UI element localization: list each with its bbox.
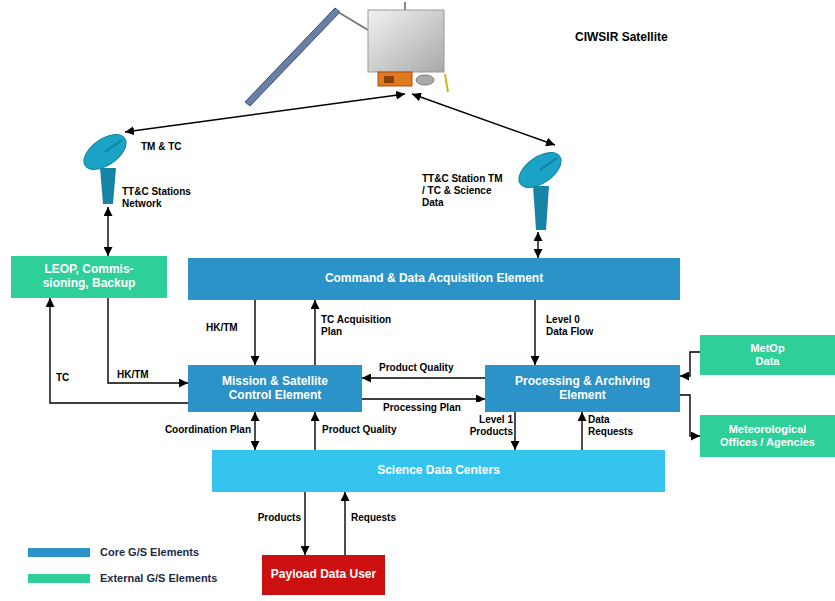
- antenna-dish: [513, 146, 567, 195]
- antenna-dish: [78, 128, 132, 177]
- connector-label: Processing Plan: [382, 402, 484, 414]
- connector: [680, 352, 700, 376]
- satellite-body: [368, 10, 444, 72]
- connector-label: Product Quality: [378, 362, 480, 374]
- connector-label: Level 0 Data Flow: [545, 314, 603, 337]
- external-element: LEOP, Commis- sioning, Backup: [11, 256, 167, 298]
- top-antenna: [404, 2, 406, 10]
- box-title: Meteorological Offices / Agencies: [713, 423, 823, 448]
- antenna-station: TT&C Stations Network: [82, 132, 132, 207]
- connector: [514, 412, 515, 450]
- solar-panel: [245, 8, 340, 106]
- connector: [362, 398, 485, 399]
- connector: [412, 94, 555, 145]
- connector: [254, 412, 255, 450]
- antenna-feed: [105, 140, 122, 152]
- box-title: MetOp Data: [738, 342, 798, 367]
- box-title: Science Data Centers: [377, 464, 500, 478]
- connector: [314, 412, 315, 450]
- instrument: [378, 72, 412, 86]
- icon-label: TT&C Station TM / TC & Science Data: [422, 173, 508, 209]
- connector-label: TM & TC: [140, 141, 202, 153]
- legend-swatch: [28, 574, 90, 583]
- connector-label: Products: [234, 512, 302, 524]
- antenna-mast: [100, 168, 116, 204]
- connector-label: Requests: [350, 512, 412, 524]
- icon-label: CIWSIR Satellite: [575, 30, 715, 44]
- box-title: Processing & Archiving Element: [503, 375, 663, 403]
- core-element: Processing & Archiving Element: [485, 365, 680, 412]
- legend-label: Core G/S Elements: [100, 546, 199, 558]
- connector-label: HK/TM: [116, 369, 160, 381]
- data-center-box: Science Data Centers: [212, 450, 665, 492]
- core-element: Mission & Satellite Control Element: [188, 365, 362, 412]
- connector-label: TC Acquisition Plan: [320, 314, 412, 337]
- connector: [254, 300, 255, 365]
- connector-label: Level 1 Products: [462, 414, 514, 437]
- user-box: Payload Data User: [262, 555, 385, 595]
- legend-swatch: [28, 548, 90, 557]
- connector: [304, 492, 305, 555]
- legend-entry: Core G/S Elements: [28, 546, 199, 558]
- connector-label: Data Requests: [587, 414, 644, 437]
- connector-label: Product Quality: [321, 424, 423, 436]
- satellite-icon: CIWSIR Satellite: [365, 8, 450, 94]
- core-element: Command & Data Acquisition Element: [188, 258, 680, 300]
- connector: [537, 232, 538, 258]
- box-title: LEOP, Commis- sioning, Backup: [37, 263, 141, 291]
- box-title: Mission & Satellite Control Element: [200, 375, 350, 403]
- external-element: Meteorological Offices / Agencies: [700, 415, 835, 457]
- connector: [314, 300, 315, 365]
- connector-label: HK/TM: [205, 322, 249, 334]
- icon-label: TT&C Stations Network: [122, 186, 202, 210]
- external-element: MetOp Data: [700, 335, 835, 375]
- antenna-mast: [533, 186, 549, 230]
- antenna-station: TT&C Station TM / TC & Science Data: [512, 145, 567, 232]
- connector: [581, 412, 582, 450]
- antenna-feed: [540, 158, 557, 170]
- connector-label: Coordination Plan: [156, 424, 252, 436]
- connector: [344, 492, 345, 555]
- panel-boom: [338, 12, 368, 30]
- box-title: Command & Data Acquisition Element: [325, 272, 543, 286]
- connector-label: TC: [55, 372, 77, 384]
- connector: [108, 298, 188, 383]
- connector: [50, 298, 188, 403]
- connector: [534, 300, 535, 365]
- connector-group: [50, 94, 700, 555]
- connector: [125, 94, 405, 132]
- connector: [362, 377, 485, 378]
- illustration: [78, 2, 567, 230]
- connector: [107, 207, 108, 256]
- box-title: Payload Data User: [271, 568, 376, 582]
- legend-entry: External G/S Elements: [28, 572, 217, 584]
- instrument-port: [384, 76, 394, 83]
- connector: [680, 395, 700, 436]
- legend-label: External G/S Elements: [100, 572, 217, 584]
- small-antenna: [445, 74, 448, 92]
- small-dish: [416, 75, 434, 85]
